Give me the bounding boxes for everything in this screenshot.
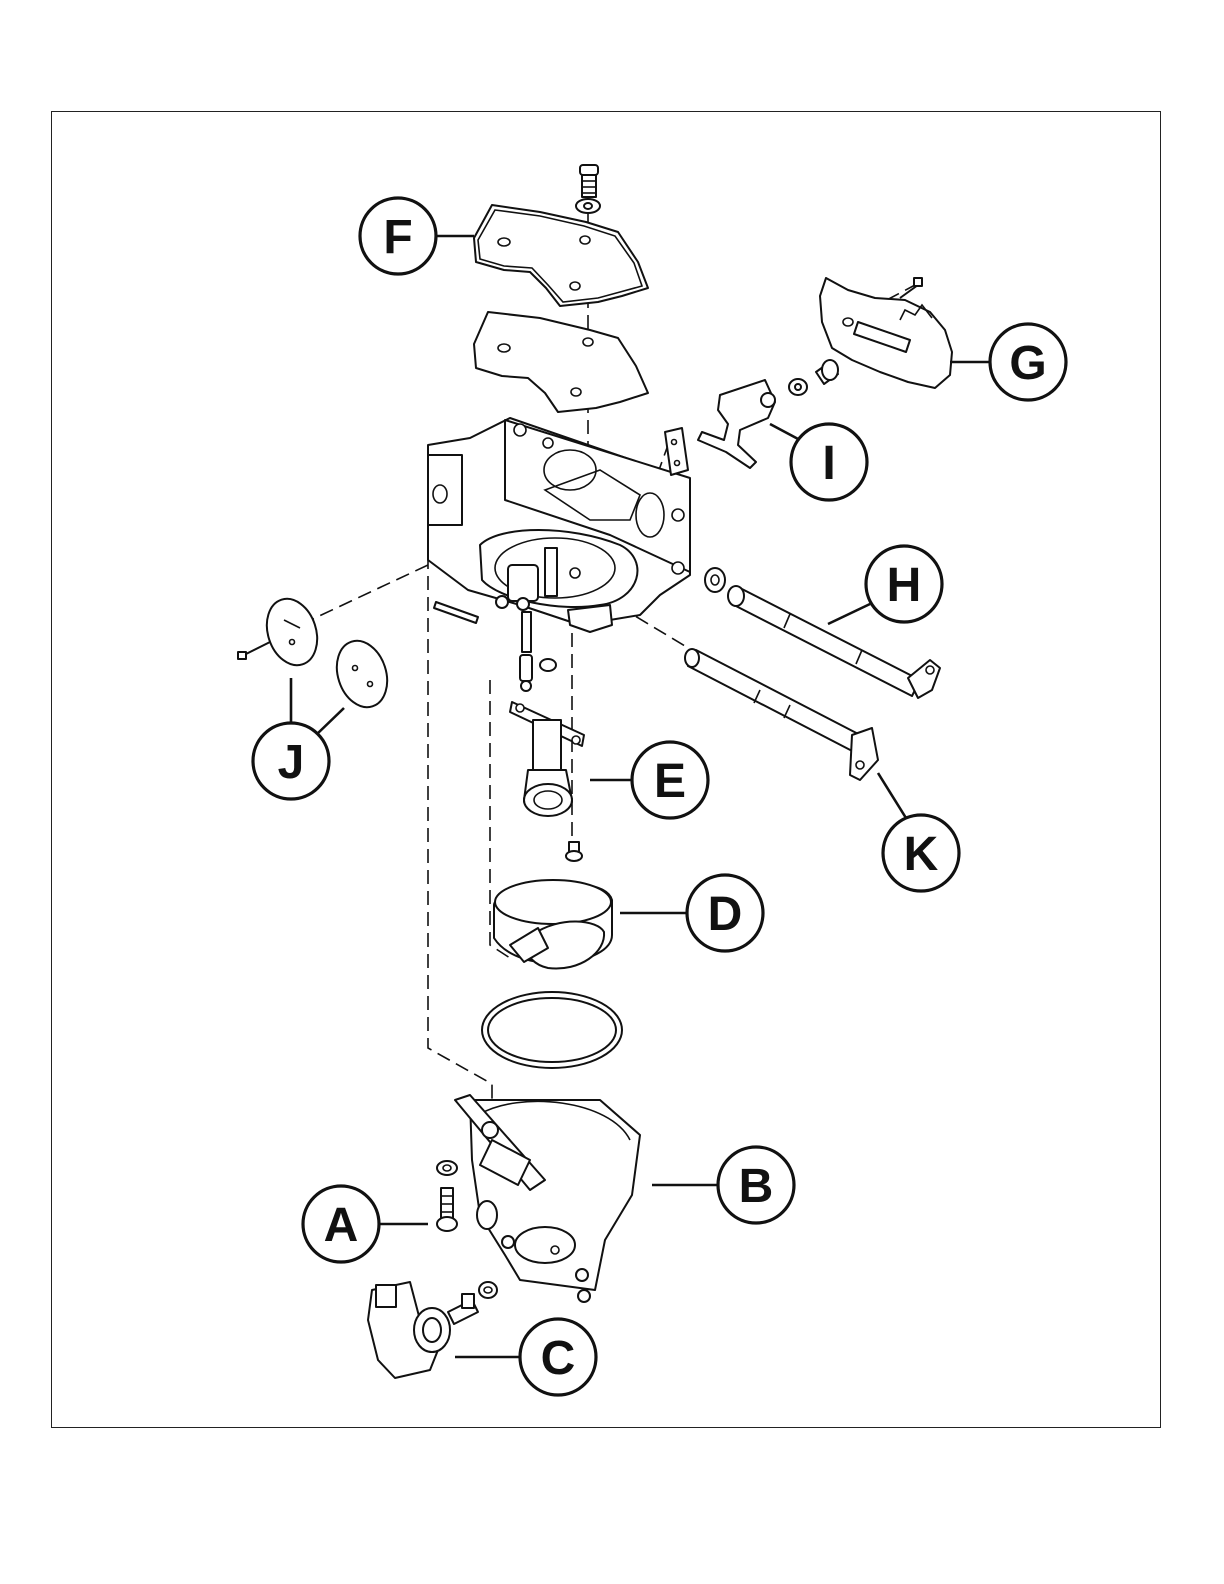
callout-label-C: C (541, 1332, 576, 1385)
callout-label-D: D (708, 888, 743, 941)
callout-label-I: I (822, 437, 835, 490)
callout-J: J (253, 723, 329, 799)
callout-I: I (791, 424, 867, 500)
bowl-gasket-ring (482, 992, 622, 1068)
callout-label-A: A (324, 1199, 359, 1252)
callout-label-E: E (654, 755, 686, 808)
float-bowl (455, 1095, 640, 1302)
callout-label-K: K (904, 828, 939, 881)
drain-screw (437, 1161, 457, 1231)
callout-K: K (883, 815, 959, 891)
callout-label-J: J (278, 736, 305, 789)
gasket-lower (474, 312, 648, 412)
throttle-plate (820, 278, 952, 388)
callout-label-G: G (1009, 337, 1046, 390)
callout-A: A (303, 1186, 379, 1262)
choke-shaft (685, 649, 878, 780)
callout-label-H: H (887, 559, 922, 612)
callout-label-B: B (739, 1160, 774, 1213)
callout-B: B (718, 1147, 794, 1223)
small-pin (434, 602, 478, 623)
callout-E: E (632, 742, 708, 818)
choke-plates (238, 592, 395, 714)
carburetor-body (428, 418, 690, 632)
callout-label-F: F (383, 211, 412, 264)
needle-assembly (510, 612, 584, 861)
callout-D: D (687, 875, 763, 951)
callout-G: G (990, 324, 1066, 400)
top-screw (576, 165, 600, 213)
callout-H: H (866, 546, 942, 622)
callout-F: F (360, 198, 436, 274)
fuel-solenoid (368, 1282, 497, 1378)
callout-C: C (520, 1319, 596, 1395)
gasket-upper (474, 205, 648, 306)
float (494, 880, 612, 969)
